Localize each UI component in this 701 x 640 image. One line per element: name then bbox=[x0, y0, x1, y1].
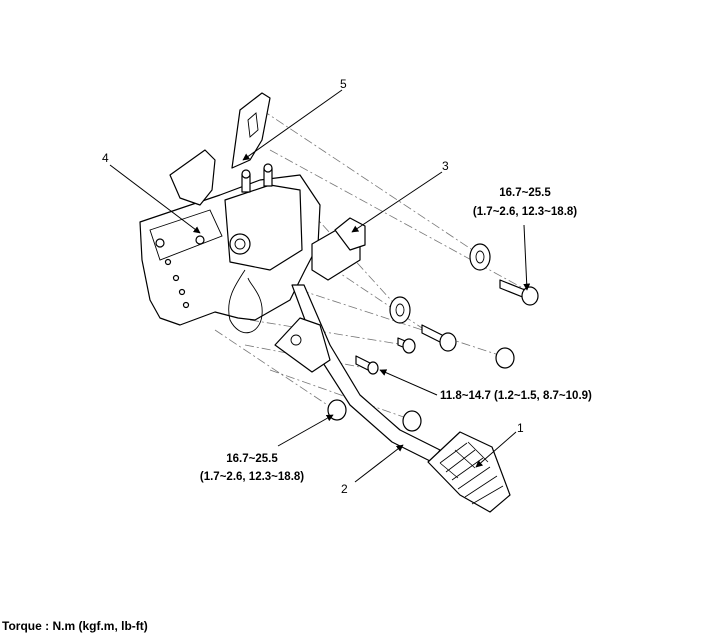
pedal-pad bbox=[427, 431, 511, 513]
leader-torque-lower bbox=[277, 414, 334, 447]
callout-5: 5 bbox=[340, 77, 347, 91]
callout-2: 2 bbox=[341, 482, 348, 496]
torque-lower-line2: (1.7~2.6, 12.3~18.8) bbox=[200, 471, 304, 483]
pedal-bracket bbox=[139, 92, 366, 333]
torque-unit-note: Torque : N.m (kgf.m, lb-ft) bbox=[2, 619, 148, 633]
torque-upper-line2: (1.7~2.6, 12.3~18.8) bbox=[473, 206, 577, 218]
leader-torque-upper bbox=[523, 224, 531, 291]
torque-middle-line1: 11.8~14.7 (1.2~1.5, 8.7~10.9) bbox=[440, 390, 592, 402]
leader-2 bbox=[354, 444, 404, 483]
leader-5 bbox=[242, 89, 343, 161]
torque-upper-line1: 16.7~25.5 bbox=[499, 187, 551, 199]
callout-4: 4 bbox=[102, 151, 109, 165]
callout-leaders bbox=[109, 89, 531, 483]
leader-3 bbox=[351, 171, 443, 233]
leader-1 bbox=[475, 431, 517, 468]
torque-lower-line1: 16.7~25.5 bbox=[226, 453, 278, 465]
callout-3: 3 bbox=[442, 159, 449, 173]
callout-1: 1 bbox=[517, 421, 524, 435]
leader-4 bbox=[109, 164, 201, 234]
pedal-arm bbox=[274, 284, 441, 463]
leader-torque-middle bbox=[379, 369, 438, 396]
fasteners bbox=[327, 243, 539, 432]
